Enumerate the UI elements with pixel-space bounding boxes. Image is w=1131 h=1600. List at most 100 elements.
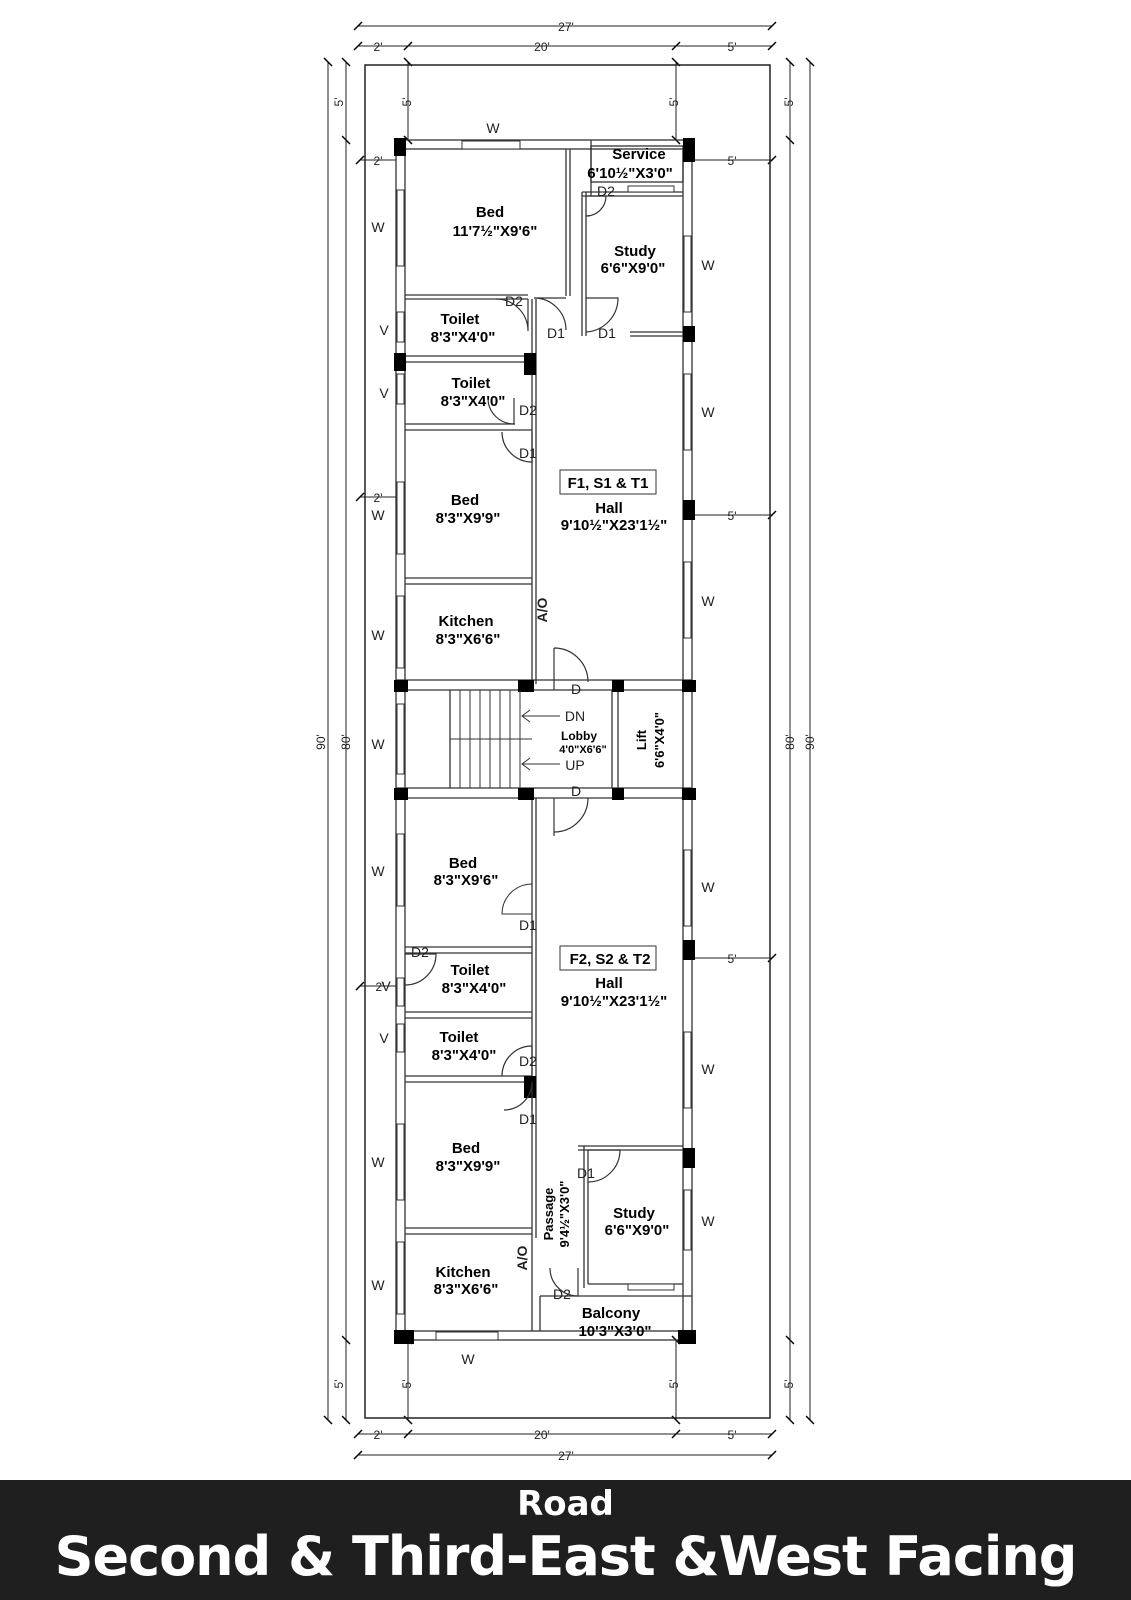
svg-text:27': 27' xyxy=(558,20,574,34)
svg-text:W: W xyxy=(701,1213,715,1229)
staircase xyxy=(450,690,560,788)
svg-text:D: D xyxy=(571,681,581,697)
hall-top-size: 9'10½"X23'1½" xyxy=(561,517,667,534)
footer-banner: Road Second & Third-East &West Facing xyxy=(0,1480,1131,1600)
svg-text:D1: D1 xyxy=(519,445,537,461)
columns xyxy=(394,138,696,1344)
svg-text:W: W xyxy=(371,863,385,879)
svg-text:DN: DN xyxy=(565,708,585,724)
study-bottom-name: Study xyxy=(613,1205,655,1222)
hall-bottom-flat: F2, S2 & T2 xyxy=(570,951,651,968)
bed-top-name: Bed xyxy=(476,204,504,221)
svg-text:20': 20' xyxy=(534,40,550,54)
svg-text:2': 2' xyxy=(374,491,383,505)
toilet-2-name: Toilet xyxy=(452,375,491,392)
hall-bottom-name: Hall xyxy=(595,975,623,992)
svg-text:D1: D1 xyxy=(519,917,537,933)
service-size: 6'10½"X3'0" xyxy=(587,165,673,182)
svg-text:W: W xyxy=(371,1277,385,1293)
svg-text:V: V xyxy=(379,322,389,338)
service-name: Service xyxy=(612,146,665,163)
svg-text:D2: D2 xyxy=(553,1286,571,1302)
svg-text:5': 5' xyxy=(667,1380,681,1389)
svg-text:V: V xyxy=(381,978,391,994)
svg-text:W: W xyxy=(371,219,385,235)
svg-text:V: V xyxy=(379,385,389,401)
svg-text:D2: D2 xyxy=(597,183,615,199)
svg-text:90': 90' xyxy=(314,734,328,750)
opening-marks: W W W V V W W W W W W W V V W W W W W D2… xyxy=(371,120,715,1367)
toilet-1-name: Toilet xyxy=(441,311,480,328)
svg-text:D1: D1 xyxy=(577,1165,595,1181)
svg-text:D: D xyxy=(571,783,581,799)
plot-boundary xyxy=(364,64,771,1419)
bed-top-size: 11'7½"X9'6" xyxy=(453,223,538,240)
toilet-3-size: 8'3"X4'0" xyxy=(442,980,507,997)
svg-text:5': 5' xyxy=(332,98,346,107)
lift-name: Lift xyxy=(634,729,649,750)
toilet-3-name: Toilet xyxy=(451,962,490,979)
svg-text:5': 5' xyxy=(332,1380,346,1389)
kitchen-bottom-name: Kitchen xyxy=(435,1264,490,1281)
svg-text:27': 27' xyxy=(558,1449,574,1463)
bed-2-size: 8'3"X9'9" xyxy=(436,510,501,527)
room-labels: Service 6'10½"X3'0" Bed 11'7½"X9'6" Stud… xyxy=(431,146,673,1340)
svg-text:W: W xyxy=(701,1061,715,1077)
svg-text:90': 90' xyxy=(803,734,817,750)
svg-text:A/O: A/O xyxy=(534,597,550,622)
svg-text:2': 2' xyxy=(374,40,383,54)
svg-text:5': 5' xyxy=(782,1380,796,1389)
svg-text:2': 2' xyxy=(374,1428,383,1442)
bed-4-size: 8'3"X9'9" xyxy=(436,1158,501,1175)
road-label: Road xyxy=(517,1484,614,1524)
passage-size: 9'4½"X3'0" xyxy=(557,1181,572,1248)
lift-size: 6'6"X4'0" xyxy=(652,712,667,768)
svg-text:D2: D2 xyxy=(505,293,523,309)
bed-2-name: Bed xyxy=(451,492,479,509)
flat-box-bottom xyxy=(559,945,657,971)
svg-text:W: W xyxy=(701,257,715,273)
study-bottom-size: 6'6"X9'0" xyxy=(605,1222,670,1239)
hall-bottom-size: 9'10½"X23'1½" xyxy=(561,993,667,1010)
bed-3-size: 8'3"X9'6" xyxy=(434,872,499,889)
svg-text:A/O: A/O xyxy=(514,1245,530,1270)
svg-text:D1: D1 xyxy=(598,325,616,341)
svg-text:5': 5' xyxy=(728,154,737,168)
svg-text:W: W xyxy=(701,404,715,420)
hall-top-flat: F1, S1 & T1 xyxy=(568,475,649,492)
dimension-labels: 27' 2' 20' 5' 27' 2' 20' 5' 5' 5' 5' 5' … xyxy=(314,20,817,1463)
svg-text:W: W xyxy=(371,736,385,752)
lobby-size: 4'0"X6'6" xyxy=(559,744,606,756)
lobby-name: Lobby xyxy=(561,729,597,743)
svg-text:5': 5' xyxy=(728,1428,737,1442)
svg-text:W: W xyxy=(701,879,715,895)
svg-text:W: W xyxy=(371,507,385,523)
toilet-4-size: 8'3"X4'0" xyxy=(432,1047,497,1064)
passage-name: Passage xyxy=(541,1188,556,1241)
balcony-size: 10'3"X3'0" xyxy=(578,1323,651,1340)
svg-text:2': 2' xyxy=(374,154,383,168)
flat-box-top xyxy=(559,469,657,495)
svg-text:D1: D1 xyxy=(547,325,565,341)
svg-text:UP: UP xyxy=(565,757,584,773)
toilet-4-name: Toilet xyxy=(440,1029,479,1046)
bed-3-name: Bed xyxy=(449,855,477,872)
svg-text:W: W xyxy=(461,1351,475,1367)
bed-4-name: Bed xyxy=(452,1140,480,1157)
svg-text:5': 5' xyxy=(400,98,414,107)
kitchen-bottom-size: 8'3"X6'6" xyxy=(434,1281,499,1298)
kitchen-top-name: Kitchen xyxy=(438,613,493,630)
svg-text:20': 20' xyxy=(534,1428,550,1442)
svg-text:W: W xyxy=(371,1154,385,1170)
study-top-name: Study xyxy=(614,243,656,260)
svg-text:80': 80' xyxy=(339,734,353,750)
svg-text:W: W xyxy=(371,627,385,643)
windows xyxy=(396,140,692,1341)
study-top-size: 6'6"X9'0" xyxy=(601,260,666,277)
toilet-2-size: 8'3"X4'0" xyxy=(441,393,506,410)
svg-text:5': 5' xyxy=(728,952,737,966)
svg-text:5': 5' xyxy=(400,1380,414,1389)
svg-text:5': 5' xyxy=(728,40,737,54)
plan-title: Second & Third-East &West Facing xyxy=(54,1525,1078,1588)
hall-top-name: Hall xyxy=(595,500,623,517)
